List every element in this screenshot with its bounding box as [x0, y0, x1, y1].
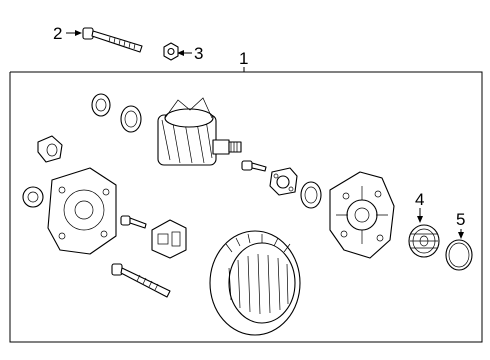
rear-washer — [22, 186, 44, 208]
spacer-plate — [269, 167, 298, 196]
assembly-frame — [9, 71, 483, 343]
regulator — [151, 219, 187, 259]
pulley — [408, 224, 440, 258]
stator — [209, 230, 301, 336]
lower-bolt — [111, 263, 171, 298]
callout-3: 3 — [194, 44, 203, 63]
drive-end-housing — [329, 171, 395, 259]
rear-bearing — [300, 181, 322, 209]
callout-5: 5 — [456, 210, 465, 229]
rotor-bolt — [241, 160, 267, 172]
callout-1: 1 — [239, 49, 248, 68]
leader-4 — [417, 208, 423, 223]
brush-cap — [37, 135, 63, 163]
cover-bolt — [120, 215, 147, 229]
callout-2: 2 — [53, 24, 62, 43]
rotor-assembly — [157, 97, 242, 166]
ring-seal — [445, 239, 473, 271]
through-bolt — [82, 27, 143, 53]
leader-3 — [177, 50, 192, 56]
front-bearing — [91, 93, 142, 133]
rear-cover — [47, 167, 117, 255]
flange-nut — [163, 42, 179, 61]
leader-5 — [458, 229, 464, 239]
callout-4: 4 — [415, 190, 424, 209]
leader-2 — [66, 30, 82, 36]
